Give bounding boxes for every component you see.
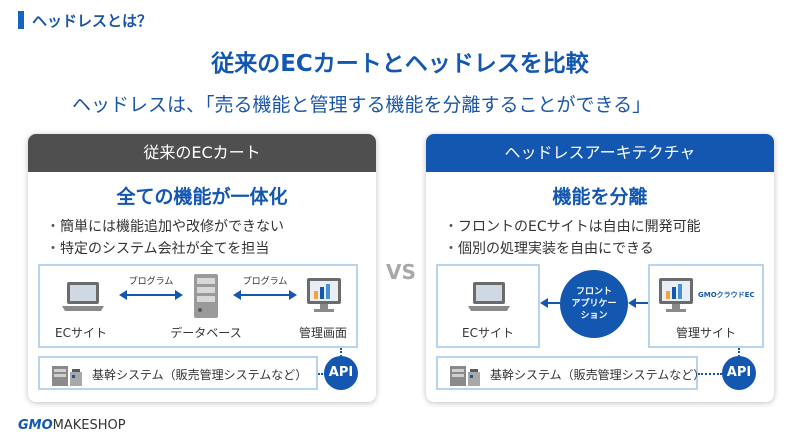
admin-screen-label: 管理画面 (298, 326, 347, 340)
headless-bullets: フロントのECサイトは自由に開発可能 個別の処理実装を自由にできる (444, 216, 701, 260)
admin-site-frame: GMOクラウドEC 管理サイト (648, 264, 764, 348)
database-label: データベース (170, 326, 242, 340)
traditional-ec-header: 従来のECカート (28, 134, 376, 172)
server-icon (194, 274, 218, 318)
laptop-icon (62, 282, 104, 311)
core-system-label: 基幹システム（販売管理システムなど） (490, 368, 706, 382)
api-connector-line (318, 373, 326, 375)
api-badge: API (324, 356, 358, 390)
front-app-label-line2: アプリケー (571, 299, 617, 309)
api-connector-line (738, 348, 740, 360)
api-badge: API (722, 356, 756, 390)
page-title: 従来のECカートとヘッドレスを比較 (211, 51, 589, 77)
office-equipment-icon (450, 366, 480, 386)
admin-site-label: 管理サイト (675, 326, 736, 340)
gmo-makeshop-logo: GMOMAKESHOP (18, 418, 126, 433)
api-connector-line (698, 373, 722, 375)
traditional-ec-panel: 従来のECカート 全ての機能が一体化 簡単には機能追加や改修ができない 特定のシ… (28, 134, 376, 402)
arrow-left-icon (628, 298, 648, 308)
logo-gmo-text: GMO (18, 418, 53, 433)
office-equipment-icon (52, 366, 82, 386)
page-subtitle: ヘッドレスは、「売る機能と管理する機能を分離することができる」 (72, 94, 652, 116)
traditional-diagram-frame: ECサイト プログラム データベース プログラム (38, 264, 358, 348)
core-system-frame: 基幹システム（販売管理システムなど） (436, 356, 705, 390)
vs-label: VS (386, 260, 416, 284)
ec-site-label: ECサイト (462, 326, 514, 340)
logo-makeshop-text: MAKESHOP (52, 418, 126, 433)
traditional-ec-title: 全ての機能が一体化 (116, 186, 288, 208)
headless-panel: ヘッドレスアーキテクチャ 機能を分離 フロントのECサイトは自由に開発可能 個別… (426, 134, 774, 402)
program-label: プログラム (128, 277, 174, 287)
api-connector-line (340, 348, 342, 360)
bullet-item: 簡単には機能追加や改修ができない (46, 216, 284, 238)
bullet-item: 特定のシステム会社が全てを担当 (46, 238, 284, 260)
traditional-ec-bullets: 簡単には機能追加や改修ができない 特定のシステム会社が全てを担当 (46, 216, 284, 260)
section-label: ヘッドレスとは？ (32, 12, 153, 30)
ec-site-frame: ECサイト (436, 264, 540, 348)
bullet-item: フロントのECサイトは自由に開発可能 (444, 216, 701, 238)
program-label: プログラム (242, 277, 288, 287)
gmo-cloud-ec-logo: GMOクラウドEC (698, 291, 755, 299)
monitor-icon (659, 278, 693, 312)
headless-header: ヘッドレスアーキテクチャ (426, 134, 774, 172)
core-system-frame: 基幹システム（販売管理システムなど） (38, 356, 318, 390)
laptop-icon (468, 282, 510, 311)
bullet-item: 個別の処理実装を自由にできる (444, 238, 701, 260)
front-app-label-line1: フロント (575, 287, 612, 297)
front-application-circle: フロント アプリケー ション (560, 270, 628, 338)
section-accent-bar (18, 11, 24, 29)
arrow-left-icon (540, 298, 560, 308)
double-arrow-icon (119, 290, 183, 300)
headless-title: 機能を分離 (552, 186, 648, 208)
core-system-label: 基幹システム（販売管理システムなど） (92, 368, 308, 382)
ec-site-label: ECサイト (55, 326, 107, 340)
monitor-icon (307, 278, 341, 312)
double-arrow-icon (233, 290, 297, 300)
front-app-label-line3: ション (580, 311, 608, 321)
